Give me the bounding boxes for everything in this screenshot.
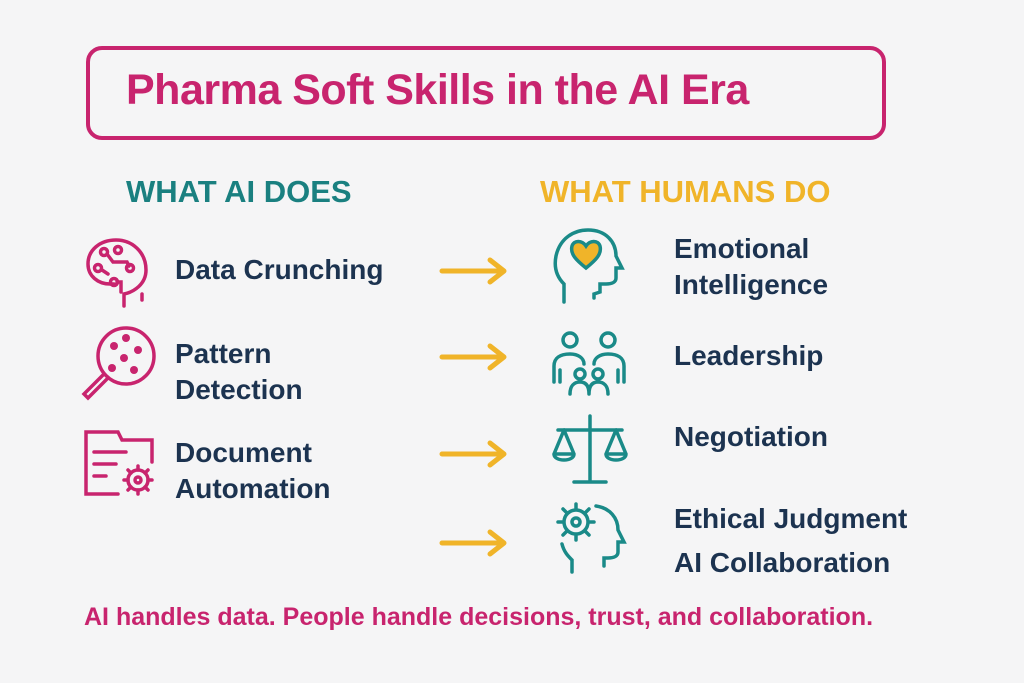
human-item-label: Ethical Judgment	[674, 503, 908, 534]
document-gear-icon	[84, 430, 154, 496]
ai-column-header: WHAT AI DOES	[126, 174, 352, 209]
human-item-label: Emotional	[674, 233, 810, 264]
ai-item-label: Pattern	[175, 338, 272, 369]
ai-item-label: Automation	[175, 473, 331, 504]
team-icon	[552, 331, 626, 396]
page-title: Pharma Soft Skills in the AI Era	[126, 66, 749, 114]
ai-item-label: Detection	[175, 374, 303, 405]
human-item-label: Intelligence	[674, 269, 829, 300]
head-heart-icon	[553, 228, 625, 304]
brain-circuit-icon	[86, 238, 148, 308]
head-gear-icon	[556, 502, 627, 574]
human-item-label: Negotiation	[674, 421, 828, 452]
human-item-ethical-judgment: Ethical Judgment AI Collaboration	[674, 497, 907, 585]
human-item-negotiation: Negotiation	[674, 419, 828, 455]
ai-item-data-crunching: Data Crunching	[175, 252, 383, 288]
human-item-label: Leadership	[674, 340, 824, 371]
human-item-label: AI Collaboration	[674, 547, 891, 578]
arrow-right-icon	[439, 257, 507, 285]
arrow-right-icon	[439, 440, 507, 468]
magnifier-dots-icon	[81, 326, 156, 401]
ai-item-label: Data Crunching	[175, 254, 384, 285]
footer-tagline: AI handles data. People handle decisions…	[84, 603, 874, 631]
humans-column-header: WHAT HUMANS DO	[540, 174, 831, 209]
arrow-right-icon	[439, 343, 507, 371]
scales-icon	[552, 414, 628, 484]
title-box	[86, 46, 886, 140]
human-item-leadership: Leadership	[674, 338, 823, 374]
ai-item-label: Document	[175, 437, 312, 468]
arrow-right-icon	[439, 529, 507, 557]
